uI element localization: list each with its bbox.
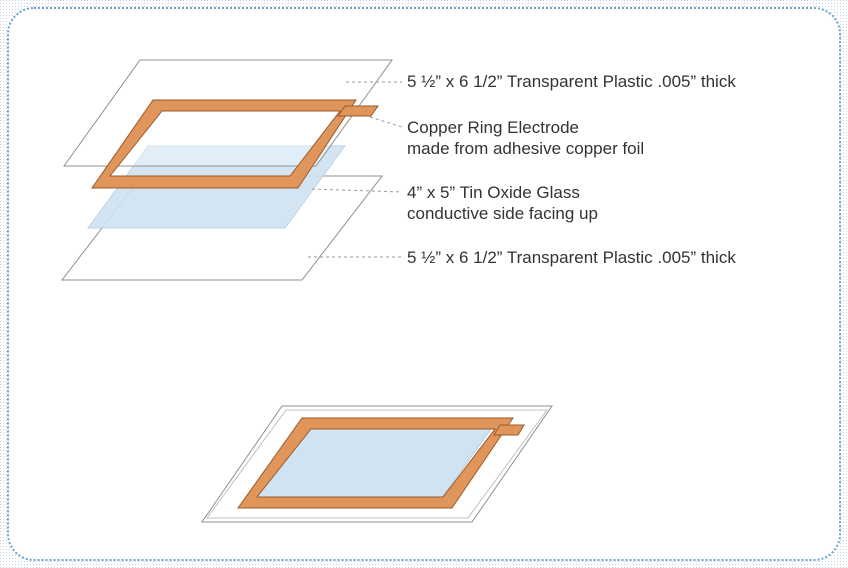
assembled-plastic-sheet-inner (206, 409, 548, 519)
label-top-plastic: 5 ½” x 6 1/2” Transparent Plastic .005” … (407, 71, 736, 92)
assembled-view (201, 405, 553, 523)
label-top-plastic-text: 5 ½” x 6 1/2” Transparent Plastic .005” … (407, 72, 736, 91)
exploded-view (60, 59, 403, 281)
label-tin-oxide-glass: 4” x 5” Tin Oxide Glass conductive side … (407, 182, 598, 224)
label-glass-line2: conductive side facing up (407, 204, 598, 223)
label-copper-line1: Copper Ring Electrode (407, 118, 579, 137)
label-glass-line1: 4” x 5” Tin Oxide Glass (407, 183, 580, 202)
assembled-copper-ring (237, 417, 514, 509)
label-copper-line2: made from adhesive copper foil (407, 139, 645, 158)
label-bottom-plastic: 5 ½” x 6 1/2” Transparent Plastic .005” … (407, 247, 736, 268)
label-copper-ring: Copper Ring Electrode made from adhesive… (407, 117, 644, 159)
label-bottom-plastic-text: 5 ½” x 6 1/2” Transparent Plastic .005” … (407, 248, 736, 267)
leader-lines (308, 81, 403, 258)
top-plastic-sheet (63, 59, 393, 167)
copper-tab (337, 105, 379, 117)
assembled-copper-tab (493, 424, 525, 436)
copper-ring-electrode (91, 99, 357, 189)
